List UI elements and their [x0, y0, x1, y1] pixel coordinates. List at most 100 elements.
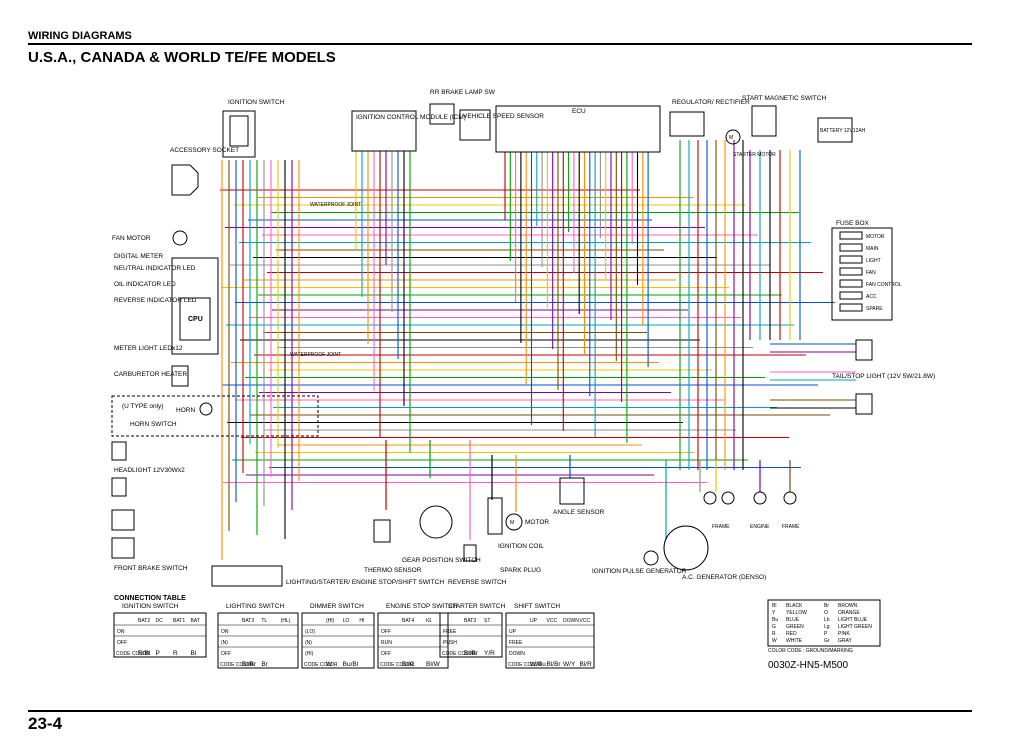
fuse-box-label: FUSE BOX — [836, 220, 870, 227]
color-legend-cell: GRAY — [838, 638, 852, 644]
reverse-switch: REVERSE SWITCH — [448, 544, 507, 586]
table-col-header: (HL) — [281, 618, 291, 624]
color-legend-cell: BROWN — [838, 603, 858, 609]
section-title: WIRING DIAGRAMS — [28, 30, 132, 42]
color-legend-cell: O — [824, 610, 828, 616]
fuse — [839, 243, 863, 252]
table-col-header: BAT2 — [138, 618, 150, 624]
switch-connector-group: LIGHTING/STARTER/ ENGINE STOP/SHIFT SWIT… — [211, 565, 444, 587]
ignition-switch-label: IGNITION SWITCH — [228, 99, 285, 106]
accessory-socket: ACCESSORY SOCKET — [170, 147, 239, 196]
coil-label: IGNITION COIL — [498, 543, 544, 550]
footer-rule — [28, 710, 972, 712]
rr-brake-lamp-switch: RR BRAKE LAMP SW — [429, 89, 496, 125]
color-legend-cell: GREEN — [786, 624, 804, 630]
ignition-pulse-generator: IGNITION PULSE GENERATOR — [592, 550, 687, 575]
header-rule — [28, 43, 972, 45]
table-row-label: OFF — [221, 651, 231, 657]
fuse-label: FAN CONTROL — [866, 282, 902, 288]
color-legend-cell: ORANGE — [838, 610, 860, 616]
angle-label: ANGLE SENSOR — [553, 509, 605, 516]
wp-joint-label-1: WATERPROOF JOINT — [310, 202, 361, 208]
carb-heater-label: CARBURETOR HEATER — [114, 371, 187, 378]
vehicle-speed-sensor: VEHICLE SPEED SENSOR — [459, 109, 544, 141]
color-legend-cell: Gr — [824, 638, 830, 644]
color-legend-cell: BLACK — [786, 603, 803, 609]
fan-motor: FAN MOTOR — [112, 230, 188, 246]
pulse-label: IGNITION PULSE GENERATOR — [592, 568, 687, 575]
table-row-label: ON — [117, 629, 125, 635]
color-legend-cell: Bl — [772, 603, 776, 609]
color-legend-cell: YELLOW — [786, 610, 807, 616]
accessory-socket-label: ACCESSORY SOCKET — [170, 147, 239, 154]
table-row-label: ON — [221, 629, 229, 635]
battery: BATTERY 12V12AH — [817, 117, 866, 143]
code-color-label: CODE COLOR — [304, 662, 338, 668]
gear-position-switch: GEAR POSITION SWITCH — [402, 505, 481, 564]
svg-text:M: M — [729, 135, 733, 141]
rr-brake-label: RR BRAKE LAMP SW — [430, 89, 496, 96]
table-row-label: (N) — [221, 640, 228, 646]
start-magnetic-switch: START MAGNETIC SWITCH M STARTER MOTOR — [725, 95, 826, 158]
color-legend-cell: WHITE — [786, 638, 803, 644]
fuse-label: ACC — [866, 294, 877, 300]
table-col-header: VCC — [547, 618, 558, 624]
table-color-code: Bl/W — [426, 661, 441, 668]
digital-meter: CPU DIGITAL METER NEUTRAL INDICATOR LED … — [114, 253, 219, 355]
engine-label-1: ENGINE — [750, 524, 770, 530]
engine-stop-table — [377, 612, 449, 669]
table-col-header: IG — [426, 618, 431, 624]
starter-switch-table — [439, 612, 503, 658]
color-legend-cell: Lb — [824, 617, 830, 623]
front-brake-switch: FRONT BRAKE SWITCH — [111, 509, 188, 572]
color-legend-cell: LIGHT GREEN — [838, 624, 872, 630]
fuse-label: MOTOR — [866, 234, 885, 240]
fuse-label: SPARE — [866, 306, 883, 312]
color-legend-cell: RED — [786, 631, 797, 637]
table-row-label: OFF — [381, 629, 391, 635]
fuse — [839, 231, 863, 240]
table-col-header: BAT — [191, 618, 200, 624]
table-col-header: BAT3 — [464, 618, 476, 624]
wire-harness — [220, 140, 856, 560]
table-color-code: Bl/Br — [547, 661, 562, 668]
neutral-led-label: NEUTRAL INDICATOR LED — [114, 265, 196, 272]
table-row-label: OFF — [117, 640, 127, 646]
switch-group-label: LIGHTING/STARTER/ ENGINE STOP/SHIFT SWIT… — [286, 579, 444, 586]
table-color-code: P — [156, 650, 160, 657]
color-legend-cell: Br — [824, 603, 829, 609]
connection-table-title: CONNECTION TABLE — [114, 595, 186, 602]
color-legend-cell: BLUE — [786, 617, 800, 623]
table-col-header: ST — [484, 618, 490, 624]
fuse-label: MAIN — [866, 246, 879, 252]
vss-label: VEHICLE SPEED SENSOR — [463, 113, 544, 120]
horn-label: HORN — [176, 407, 195, 414]
icm: IGNITION CONTROL MODULE (ICM) — [351, 110, 466, 152]
regulator-rectifier: REGULATOR/ RECTIFIER — [669, 99, 750, 137]
thermo-label: THERMO SENSOR — [364, 567, 422, 574]
thermo-sensor: THERMO SENSOR — [364, 519, 422, 574]
tail-stop-light: TAIL/STOP LIGHT (12V 5W/21.8W) — [832, 339, 935, 415]
table-color-code: Bu/Bl — [343, 661, 359, 668]
table-color-code: W/Y — [563, 661, 576, 668]
table-col-header: BAT3 — [242, 618, 254, 624]
table-row-label: (N) — [305, 640, 312, 646]
color-legend-cell: LIGHT BLUE — [838, 617, 868, 623]
u-type-label: (U TYPE only) — [122, 403, 163, 410]
frame-label-2: FRAME — [782, 524, 800, 530]
fuse — [839, 267, 863, 276]
code-color-label: CODE COLOR — [116, 651, 150, 657]
table-color-code: Bl/Br — [464, 650, 479, 657]
lighting-switch-table — [217, 612, 299, 669]
table-color-code: R/Bl — [138, 650, 151, 657]
motor: M MOTOR — [505, 513, 549, 531]
color-legend-cell: R — [772, 631, 776, 637]
shift-switch-title: SHIFT SWITCH — [514, 603, 560, 610]
fuse — [839, 291, 863, 300]
code-color-label: CODE COLOR — [508, 662, 542, 668]
table-color-code: R — [173, 650, 178, 657]
fuse — [839, 255, 863, 264]
horn-switch-label: HORN SWITCH — [130, 421, 177, 428]
